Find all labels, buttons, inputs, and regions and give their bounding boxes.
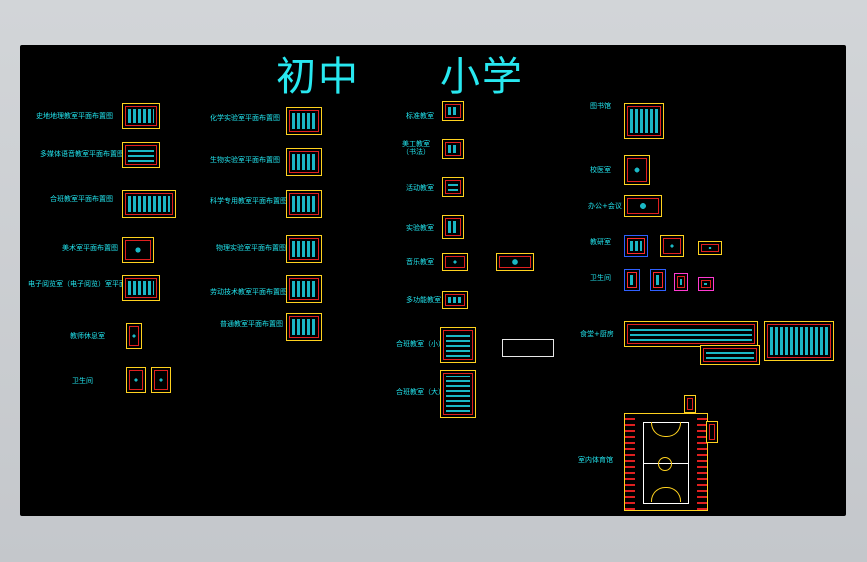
plan-primary-joint-large[interactable] xyxy=(440,370,476,418)
label-physics-lab: 物理实验室平面布置图 xyxy=(216,244,286,252)
plan-biology-lab[interactable] xyxy=(286,148,322,176)
label-teaching-research: 教研室 xyxy=(590,238,611,246)
plan-primary-music[interactable] xyxy=(442,253,468,271)
label-biology-lab: 生物实验室平面布置图 xyxy=(210,156,280,164)
label-primary-art: 美工教室（书法） xyxy=(402,140,430,156)
label-art-room: 美术室平面布置图 xyxy=(62,244,118,252)
plan-e-reading-room[interactable] xyxy=(122,275,160,301)
plan-teaching-research-a[interactable] xyxy=(624,235,648,257)
label-primary-activity: 活动教室 xyxy=(406,184,434,192)
title-junior: 初中 xyxy=(276,54,360,100)
label-library: 图书馆 xyxy=(590,102,611,110)
label-office-meeting: 办公+会议 xyxy=(588,202,622,210)
label-indoor-gym: 室内体育馆 xyxy=(578,456,613,464)
plan-canteen-seating[interactable] xyxy=(624,321,758,347)
plan-chemistry-lab[interactable] xyxy=(286,107,322,135)
plan-restroom-primary-b[interactable] xyxy=(650,269,666,291)
plan-labor-tech-room[interactable] xyxy=(286,275,322,303)
label-teacher-lounge: 教师休息室 xyxy=(70,332,105,340)
basketball-court xyxy=(643,422,689,504)
label-chemistry-lab: 化学实验室平面布置图 xyxy=(210,114,280,122)
plan-restroom-junior-a[interactable] xyxy=(126,367,146,393)
plan-office-meeting[interactable] xyxy=(624,195,662,217)
plan-gym-stair[interactable] xyxy=(684,395,696,413)
label-clinic: 校医室 xyxy=(590,166,611,174)
plan-primary-music-alt[interactable] xyxy=(496,253,534,271)
label-primary-multifunction: 多功能教室 xyxy=(406,296,441,304)
plan-restroom-junior-b[interactable] xyxy=(151,367,171,393)
plan-joint-classroom[interactable] xyxy=(122,190,176,218)
plan-indoor-gym[interactable] xyxy=(624,413,708,511)
plan-science-room[interactable] xyxy=(286,190,322,218)
label-standard-classroom-junior: 普通教室平面布置图 xyxy=(220,320,283,328)
plan-art-room[interactable] xyxy=(122,237,154,263)
plan-restroom-primary-c[interactable] xyxy=(674,273,688,291)
plan-gym-side[interactable] xyxy=(706,421,718,443)
plan-kitchen[interactable] xyxy=(764,321,834,361)
gym-seating-left xyxy=(625,414,635,510)
plan-library[interactable] xyxy=(624,103,664,139)
label-restroom-junior: 卫生间 xyxy=(72,377,93,385)
plan-standard-classroom-junior[interactable] xyxy=(286,313,322,341)
cad-drawing-canvas[interactable]: 初中 小学 史地地理教室平面布置图 多媒体语音教室平面布置图 合班教室平面布置图… xyxy=(20,45,846,516)
plan-teaching-research-b[interactable] xyxy=(660,235,684,257)
plan-clinic[interactable] xyxy=(624,155,650,185)
label-multimedia-language: 多媒体语音教室平面布置图 xyxy=(40,150,124,158)
plan-primary-standard[interactable] xyxy=(442,101,464,121)
plan-teaching-research-c[interactable] xyxy=(698,241,722,255)
plan-primary-lab[interactable] xyxy=(442,215,464,239)
label-primary-joint-large: 合班教室（大） xyxy=(396,388,445,396)
plan-history-geography[interactable] xyxy=(122,103,160,129)
label-labor-tech-room: 劳动技术教室平面布置图 xyxy=(210,288,287,296)
plan-teacher-lounge[interactable] xyxy=(126,323,142,349)
label-science-room: 科学专用教室平面布置图 xyxy=(210,197,287,205)
label-primary-joint-small: 合班教室（小） xyxy=(396,340,445,348)
label-primary-standard: 标准教室 xyxy=(406,112,434,120)
plan-primary-joint-small[interactable] xyxy=(440,327,476,363)
plan-canteen-annex[interactable] xyxy=(700,345,760,365)
label-history-geography: 史地地理教室平面布置图 xyxy=(36,112,113,120)
plan-physics-lab[interactable] xyxy=(286,235,322,263)
plan-restroom-primary-a[interactable] xyxy=(624,269,640,291)
plan-restroom-primary-d[interactable] xyxy=(698,277,714,291)
title-primary: 小学 xyxy=(440,54,524,100)
section-elevation[interactable] xyxy=(502,339,554,357)
label-joint-classroom: 合班教室平面布置图 xyxy=(50,195,113,203)
label-e-reading-room: 电子阅览室（电子阅览）室平面布置图 xyxy=(28,280,147,288)
gym-seating-right xyxy=(697,414,707,510)
label-canteen-kitchen: 食堂+厨房 xyxy=(580,330,614,338)
plan-primary-multifunction[interactable] xyxy=(442,291,468,309)
label-primary-music: 音乐教室 xyxy=(406,258,434,266)
plan-multimedia-language[interactable] xyxy=(122,142,160,168)
label-restroom-primary: 卫生间 xyxy=(590,274,611,282)
plan-primary-art[interactable] xyxy=(442,139,464,159)
plan-primary-activity[interactable] xyxy=(442,177,464,197)
label-primary-lab: 实验教室 xyxy=(406,224,434,232)
